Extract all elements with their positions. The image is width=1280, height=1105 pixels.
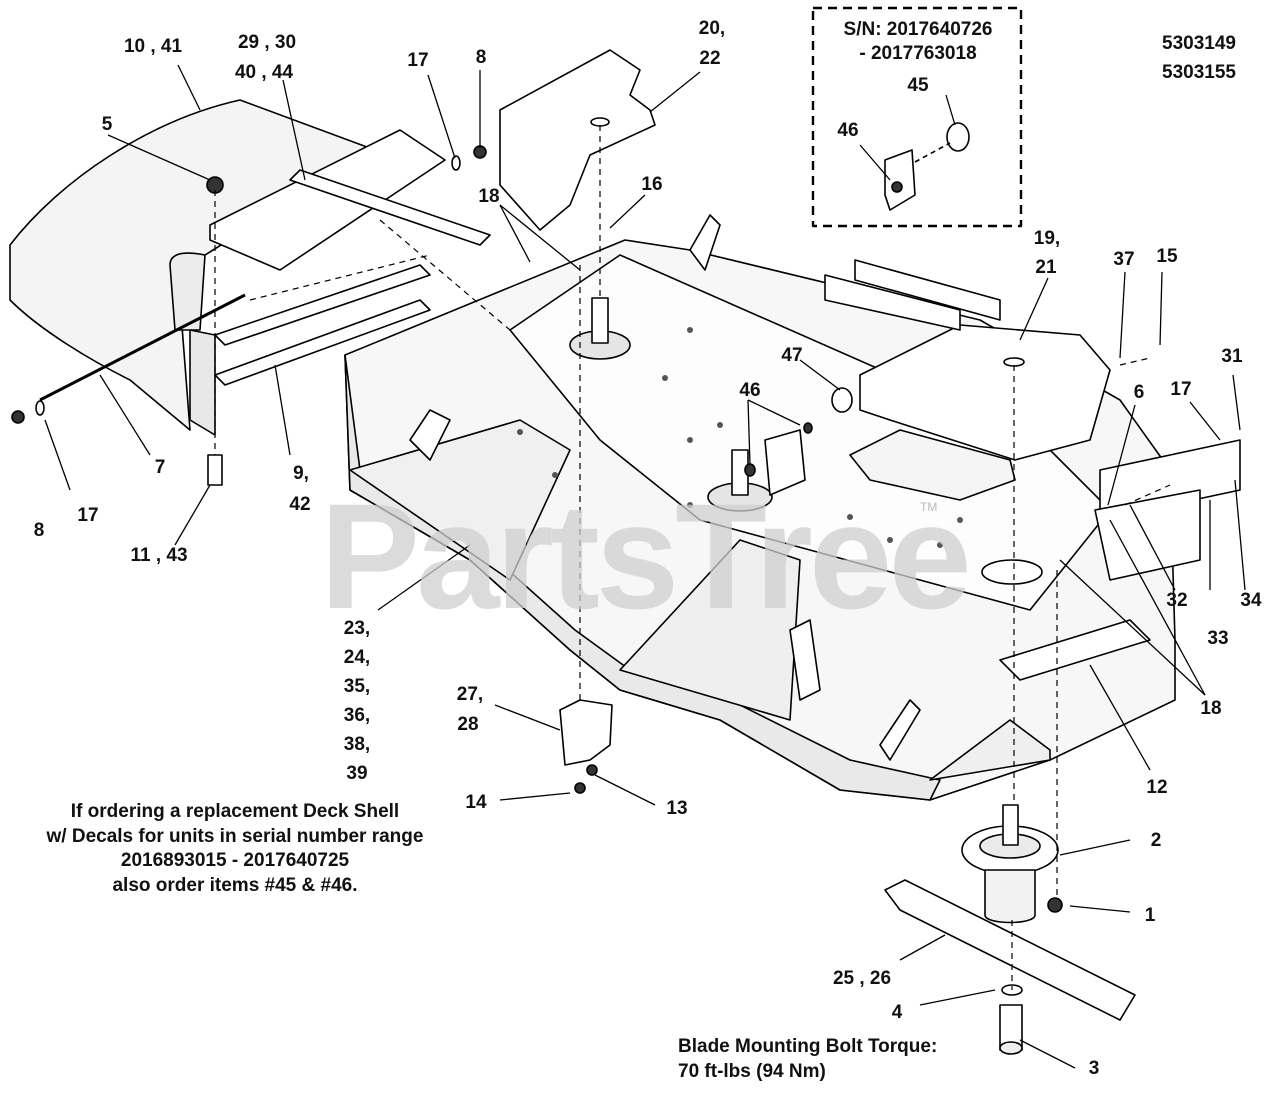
- callout-22: 22: [699, 48, 721, 69]
- callout-12: 12: [1146, 777, 1168, 798]
- callout-1: 1: [1144, 905, 1156, 926]
- callout-8: 8: [33, 520, 45, 541]
- callout-25-26: 25 , 26: [832, 968, 892, 989]
- front-bracket: [559, 699, 613, 794]
- callout-17: 17: [1170, 379, 1192, 400]
- callout-29-30: 29 , 30: [237, 32, 297, 53]
- part-numbers: 5303149 5303155: [1162, 30, 1236, 87]
- belt-cover-left: [499, 49, 656, 231]
- callout-15: 15: [1156, 246, 1178, 267]
- serial-inset-box: [811, 6, 1023, 228]
- callout-27: 27,: [456, 684, 484, 705]
- callout-14: 14: [465, 792, 487, 813]
- callout-3: 3: [1088, 1058, 1100, 1079]
- deck-spindles: [569, 297, 1043, 585]
- callout-35: 35,: [343, 676, 371, 697]
- callout-9: 9,: [293, 463, 309, 484]
- discharge-chute: [9, 99, 376, 436]
- note-line: w/ Decals for units in serial number ran…: [46, 825, 424, 847]
- callout-inset-45: 45: [907, 75, 929, 96]
- watermark-trademark: TM: [920, 500, 938, 514]
- blade: [884, 879, 1136, 1021]
- callout-24: 24,: [343, 647, 371, 668]
- deck-holes: [517, 327, 963, 548]
- callout-42: 42: [289, 494, 311, 515]
- belt-cover-right: [849, 324, 1111, 501]
- callout-40-44: 40 , 44: [234, 62, 294, 83]
- callout-18: 18: [1200, 698, 1222, 719]
- callout-32: 32: [1166, 590, 1188, 611]
- part-number: 5303149: [1162, 33, 1236, 54]
- inset-serial-line: - 2017763018: [859, 42, 977, 64]
- callout-10-41: 10 , 41: [123, 36, 183, 57]
- callout-37: 37: [1113, 249, 1135, 270]
- rod: [39, 293, 246, 402]
- callout-19: 19,: [1033, 228, 1061, 249]
- torque-spec: Blade Mounting Bolt Torque: 70 ft-lbs (9…: [678, 1035, 937, 1084]
- callout-46: 46: [739, 380, 761, 401]
- callout-31: 31: [1221, 346, 1243, 367]
- callout-deck-shell-group: 23, 24, 35, 36, 38, 39: [344, 614, 370, 788]
- assembly-dashes: [214, 125, 1171, 990]
- callout-17: 17: [407, 50, 429, 71]
- callout-2: 2: [1150, 830, 1162, 851]
- inset-serial-line: S/N: 2017640726: [843, 19, 993, 40]
- callout-47: 47: [781, 345, 803, 366]
- callout-17: 17: [77, 505, 99, 526]
- ordering-note: If ordering a replacement Deck Shell w/ …: [40, 800, 430, 899]
- callout-6: 6: [1133, 382, 1145, 403]
- callout-inset-46: 46: [837, 120, 859, 141]
- inset-serial-range: S/N: 2017640726 - 2017763018: [818, 18, 1018, 66]
- callout-23: 23,: [343, 618, 371, 639]
- callout-38: 38,: [343, 734, 371, 755]
- note-line: 2016893015 - 2017640725: [120, 850, 350, 872]
- callout-11-43: 11 , 43: [130, 545, 188, 566]
- callout-18: 18: [478, 186, 500, 207]
- callout-36: 36,: [343, 705, 371, 726]
- callout-20: 20,: [698, 18, 726, 39]
- deck-slots: [409, 214, 1151, 761]
- torque-value: 70 ft-lbs (94 Nm): [678, 1060, 826, 1082]
- torque-title: Blade Mounting Bolt Torque:: [678, 1036, 938, 1057]
- callout-34: 34: [1240, 590, 1262, 611]
- anti-scalp-parts: [744, 387, 853, 496]
- callout-39: 39: [346, 763, 368, 784]
- callout-21: 21: [1035, 257, 1057, 278]
- left-hardware: [11, 145, 487, 486]
- callout-33: 33: [1207, 628, 1229, 649]
- part-number: 5303155: [1162, 61, 1236, 83]
- callout-4: 4: [891, 1002, 903, 1023]
- callout-13: 13: [666, 798, 688, 819]
- callout-8: 8: [475, 47, 487, 68]
- blade-bolt: [999, 984, 1023, 1055]
- callout-7: 7: [154, 457, 166, 478]
- callout-5: 5: [101, 114, 113, 135]
- bottom-spindle: [961, 804, 1063, 924]
- callout-16: 16: [641, 174, 663, 195]
- callout-28: 28: [457, 714, 479, 735]
- inset-parts: [884, 122, 970, 211]
- leader-lines: [44, 64, 1246, 1069]
- chute-bracket: [209, 129, 491, 386]
- note-line: If ordering a replacement Deck Shell: [70, 801, 400, 822]
- note-line: also order items #45 & #46.: [112, 875, 358, 897]
